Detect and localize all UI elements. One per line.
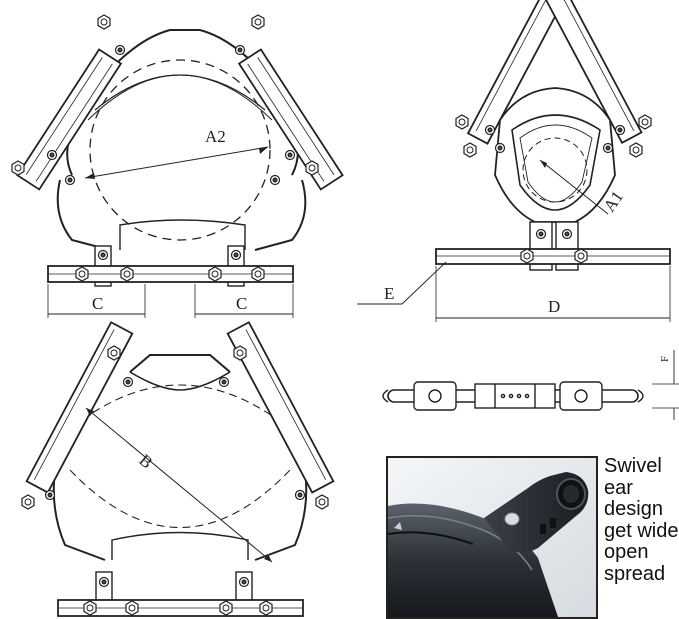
label-f: F — [659, 356, 671, 362]
swivel-ear-photo — [386, 456, 598, 619]
label-c-left: C — [92, 294, 103, 313]
swivel-ear-image — [388, 458, 596, 617]
label-b: B — [135, 451, 156, 473]
view-open-b — [21, 321, 335, 617]
swivel-ear-caption: Swivel ear design get wide open spread — [604, 456, 679, 585]
label-c-right: C — [236, 294, 247, 313]
view-small-a1 — [357, 0, 671, 322]
label-d: D — [548, 297, 560, 316]
label-e: E — [384, 284, 394, 303]
view-side-f — [382, 350, 679, 420]
view-closed-a2 — [11, 14, 344, 318]
label-a2: A2 — [205, 127, 226, 146]
